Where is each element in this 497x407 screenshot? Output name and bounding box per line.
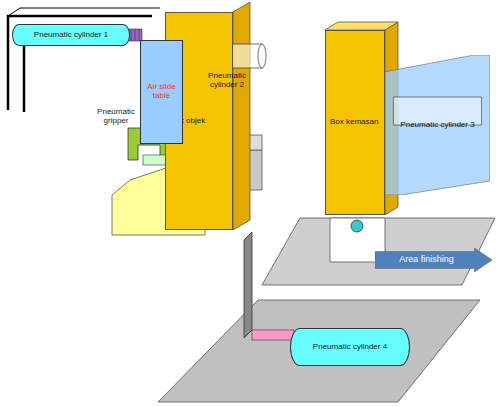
pusher-plate — [244, 232, 252, 338]
container-box: Box kemasan — [325, 30, 385, 215]
pneumatic-cylinder: Pneumatic cylinder 4 — [290, 328, 410, 366]
direction-arrow: Area finishing — [375, 248, 492, 272]
piston-rod — [252, 330, 294, 340]
node-text: Pneumatic cylinder 3 — [400, 121, 474, 130]
node-text: Area finishing — [399, 255, 468, 265]
part-label: Pneumatic cylinder 2 — [204, 72, 250, 90]
pneumatic-cylinder: Pneumatic cylinder 1 — [12, 24, 130, 46]
gantry-frame — [8, 16, 152, 110]
cylinder-2 — [230, 44, 262, 68]
node-text: Pneumatic cylinder 4 — [313, 343, 387, 352]
gantry-frame — [8, 8, 160, 16]
part-label: Pneumatic gripper — [96, 108, 136, 126]
conveyor-plate — [262, 218, 495, 285]
pneumatic-cylinder: Pneumatic cylinder 3 — [385, 55, 490, 195]
slide-table: Air slide table — [140, 40, 183, 144]
node-text: Pneumatic cylinder 1 — [34, 31, 108, 40]
gantry-frame — [24, 36, 40, 112]
node-text: Box kemasan — [330, 118, 378, 127]
cylinder-end — [351, 220, 363, 232]
floor-plate — [158, 300, 480, 402]
node-text: Air slide table — [145, 83, 178, 101]
box-side — [233, 2, 250, 230]
